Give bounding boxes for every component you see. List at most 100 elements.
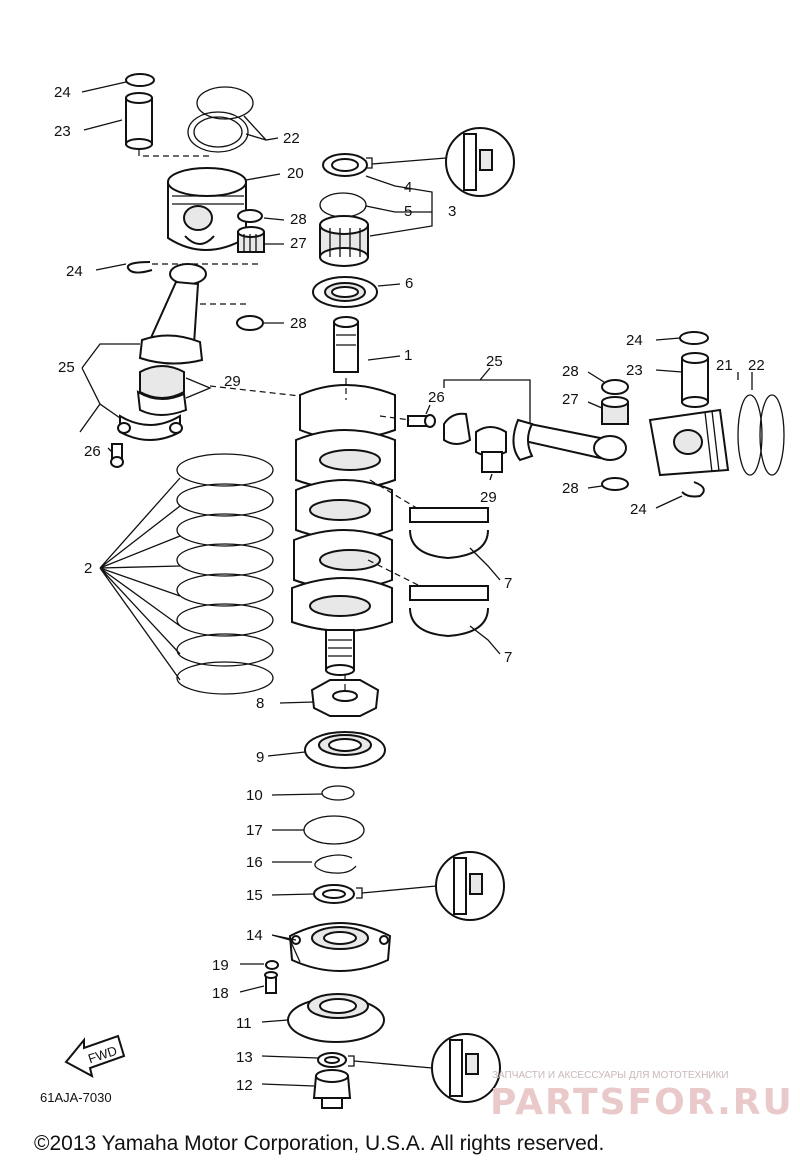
callout-7: 7 — [504, 649, 512, 666]
callout-28: 28 — [290, 211, 307, 228]
bearing-housing-14 — [288, 922, 392, 972]
callout-24: 24 — [66, 263, 83, 280]
piston-20 — [167, 167, 247, 251]
rod-bolt-26-right — [407, 414, 436, 428]
callout-4: 4 — [404, 179, 412, 196]
callout-2: 2 — [84, 560, 92, 577]
callout-23: 23 — [54, 123, 71, 140]
circlip-24-right-top — [679, 331, 709, 345]
connecting-rod-25-right — [512, 418, 627, 462]
circlip-16 — [314, 854, 357, 874]
needle-bearing-27-left — [237, 226, 265, 253]
callout-20: 20 — [287, 165, 304, 182]
thrust-washer-28-upper-left — [237, 209, 263, 223]
piston-pin-23-right — [681, 352, 709, 408]
callout-10: 10 — [246, 787, 263, 804]
left-piston-assembly — [110, 73, 265, 468]
oil-seal-13 — [317, 1052, 347, 1068]
seal-detail-magnifier-middle — [356, 851, 505, 921]
circlip-24-right-bottom — [681, 481, 705, 498]
big-end-bearing-29-right — [475, 426, 507, 473]
callout-25: 25 — [58, 359, 75, 376]
thrust-washer-28-right-upper — [601, 379, 629, 395]
callout-14: 14 — [246, 927, 263, 944]
bearing-11 — [287, 993, 385, 1043]
callout-6: 6 — [405, 275, 413, 292]
oil-seal-15 — [313, 884, 355, 904]
callout-16: 16 — [246, 854, 263, 871]
callout-22: 22 — [283, 130, 300, 147]
callout-25: 25 — [486, 353, 503, 370]
crank-seal-rings-2 — [176, 453, 274, 695]
callout-27: 27 — [562, 391, 579, 408]
callout-9: 9 — [256, 749, 264, 766]
callout-26: 26 — [84, 443, 101, 460]
callout-27: 27 — [290, 235, 307, 252]
bearing-housing-3 — [319, 215, 369, 267]
callout-13: 13 — [236, 1049, 253, 1066]
watermark-brand: PARTSFOR.RU — [490, 1082, 794, 1123]
callout-28: 28 — [290, 315, 307, 332]
right-piston-assembly — [407, 331, 785, 498]
thrust-washer-28-right-lower — [601, 477, 629, 491]
callout-12: 12 — [236, 1077, 253, 1094]
callout-17: 17 — [246, 822, 263, 839]
bolt-18 — [264, 971, 278, 994]
circlip-24-top — [125, 73, 155, 87]
leader-lines — [79, 81, 753, 1087]
seal-detail-magnifier-bottom — [348, 1033, 501, 1103]
callout-15: 15 — [246, 887, 263, 904]
callout-8: 8 — [256, 695, 264, 712]
callout-3: 3 — [448, 203, 456, 220]
upper-crank-parts — [312, 153, 378, 308]
callout-1: 1 — [404, 347, 412, 364]
piston-ring-22a — [196, 86, 254, 120]
callout-24: 24 — [630, 501, 647, 518]
callout-7: 7 — [504, 575, 512, 592]
big-end-bearing-29-left — [136, 365, 188, 416]
oil-seal-4 — [322, 153, 368, 177]
piston-ring-22b — [187, 111, 249, 153]
callout-21: 21 — [716, 357, 733, 374]
callout-29: 29 — [480, 489, 497, 506]
main-bearings-7 — [409, 507, 489, 638]
assembly-dash-lines — [138, 150, 421, 690]
crankshaft-1 — [291, 316, 396, 676]
circlip-10 — [321, 785, 355, 801]
callout-5: 5 — [404, 203, 412, 220]
callout-labels: 24 23 22 20 28 27 24 28 25 29 26 2 4 5 3… — [54, 84, 765, 1094]
callout-26: 26 — [428, 389, 445, 406]
ball-bearing-6 — [312, 276, 378, 308]
o-ring-5 — [319, 192, 367, 218]
seal-detail-magnifier-top — [366, 127, 515, 197]
rod-cap-right — [443, 412, 472, 445]
needle-bearing-27-right — [601, 396, 629, 425]
piston-ring-22-right-a — [737, 394, 763, 476]
lower-stack — [264, 679, 392, 1109]
connecting-rod-25-left — [138, 263, 207, 365]
rod-cap-left — [117, 414, 183, 441]
callout-24: 24 — [626, 332, 643, 349]
nut-12 — [312, 1069, 352, 1109]
rod-bolt-26-left — [110, 443, 124, 468]
piston-21 — [648, 408, 730, 477]
o-ring-17 — [303, 815, 365, 845]
callout-19: 19 — [212, 957, 229, 974]
callout-24: 24 — [54, 84, 71, 101]
callout-18: 18 — [212, 985, 229, 1002]
copyright-notice: ©2013 Yamaha Motor Corporation, U.S.A. A… — [34, 1132, 604, 1155]
ball-bearing-9 — [304, 731, 386, 769]
fwd-arrow-icon: FWD — [64, 1034, 126, 1078]
callout-11: 11 — [236, 1015, 252, 1032]
callout-28: 28 — [562, 480, 579, 497]
circlip-24-left — [126, 261, 153, 274]
diagram-code: 61AJA-7030 — [40, 1090, 112, 1105]
gear-8 — [310, 679, 380, 717]
piston-ring-22-right-b — [759, 394, 785, 476]
callout-28: 28 — [562, 363, 579, 380]
callout-29: 29 — [224, 373, 241, 390]
washer-19 — [265, 960, 279, 970]
watermark-tagline: ЗАПЧАСТИ И АКСЕССУАРЫ ДЛЯ МОТОТЕХНИКИ — [492, 1070, 729, 1081]
piston-pin-23 — [125, 92, 153, 150]
